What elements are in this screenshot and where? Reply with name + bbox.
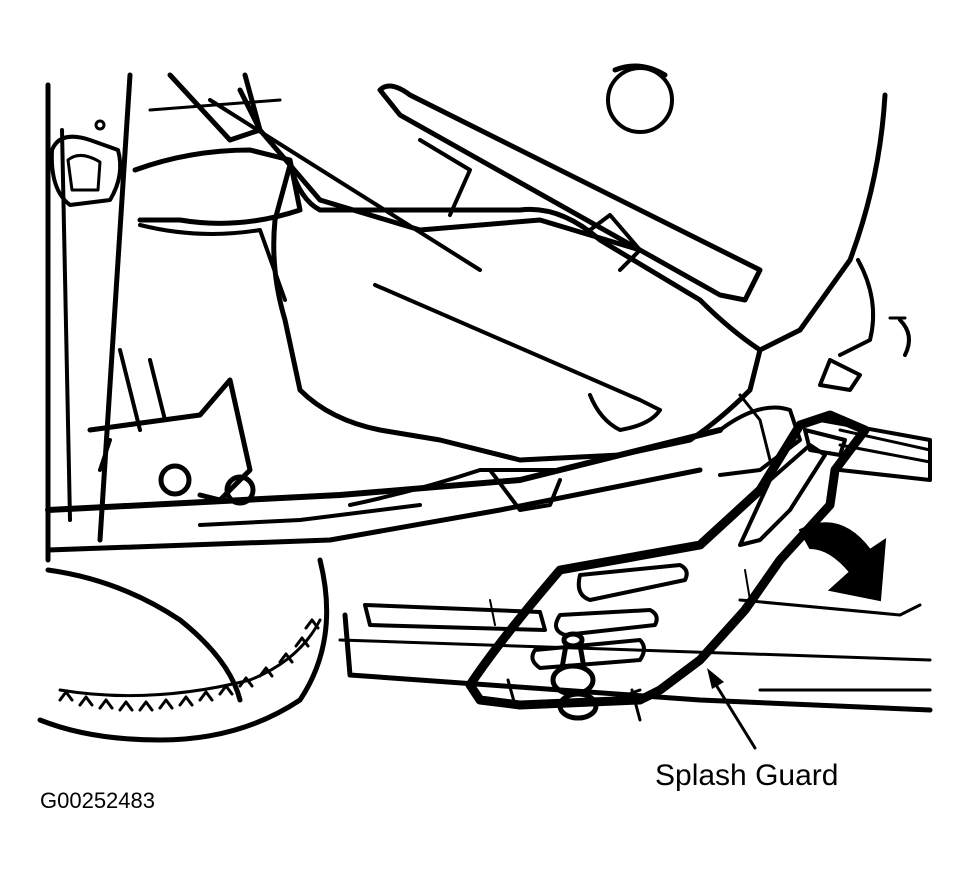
guard-screw [506,678,642,722]
tire [37,557,330,743]
suspension-components [45,348,802,553]
splash-guard-leader-line [707,668,757,750]
splash-guard-label: Splash Guard [655,759,838,792]
curved-arrow-icon [798,522,887,602]
push-pin-retainer-icon [550,631,599,721]
lower-body-panel [338,418,933,713]
splash-guard [465,410,870,710]
vehicle-underbody-structure [45,72,643,563]
figure-id-label: G00252483 [40,788,155,813]
fuel-tank [271,63,911,463]
